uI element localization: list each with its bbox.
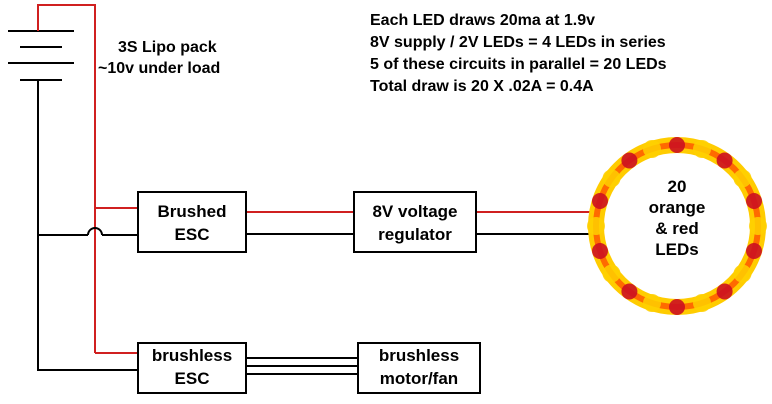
battery-symbol — [8, 30, 74, 81]
led-icon — [746, 193, 762, 209]
brushed-esc-label-line1: Brushed — [158, 202, 227, 221]
battery-label-line1: 3S Lipo pack — [118, 39, 217, 56]
regulator-label-line2: regulator — [378, 225, 452, 244]
led-icon — [621, 152, 638, 169]
led-icon — [746, 243, 762, 259]
led-icon — [621, 283, 638, 300]
brushless-esc-box — [137, 342, 247, 394]
led-icon — [749, 217, 767, 235]
note-line: Total draw is 20 X .02A = 0.4A — [370, 78, 594, 95]
led-icon — [733, 169, 752, 188]
brushed-esc-box — [137, 191, 247, 253]
led-ring-label-line3: & red — [655, 219, 698, 238]
brushless-esc-label-line2: ESC — [175, 369, 210, 388]
led-icon — [602, 169, 621, 188]
motor-label-line2: motor/fan — [380, 369, 458, 388]
led-icon — [733, 264, 752, 283]
positive-wires — [37, 4, 590, 354]
led-icon — [592, 193, 608, 209]
negative-wires — [37, 80, 590, 375]
led-icon — [693, 294, 711, 312]
led-icon — [693, 140, 711, 158]
led-icon — [716, 152, 733, 169]
positive-wire-main — [37, 4, 138, 209]
brushed-esc-label-line2: ESC — [175, 225, 210, 244]
note-line: 8V supply / 2V LEDs = 4 LEDs in series — [370, 34, 666, 51]
led-ring — [587, 137, 767, 315]
motor-label-line1: brushless — [379, 346, 459, 365]
led-icon — [587, 217, 605, 235]
voltage-regulator-box — [353, 191, 477, 253]
led-icon — [643, 294, 661, 312]
led-ring-label-line4: LEDs — [655, 240, 698, 259]
brushless-esc-label-line1: brushless — [152, 346, 232, 365]
led-icon — [643, 140, 661, 158]
note-line: Each LED draws 20ma at 1.9v — [370, 12, 595, 29]
note-line: 5 of these circuits in parallel = 20 LED… — [370, 56, 667, 73]
brushless-motor-box — [357, 342, 481, 394]
wire-crossover-hop — [87, 227, 103, 236]
led-icon — [592, 243, 608, 259]
negative-wire-main — [37, 80, 138, 371]
led-icon — [716, 283, 733, 300]
led-icon — [669, 299, 685, 315]
led-ring-label-line1: 20 — [668, 177, 687, 196]
led-group — [587, 137, 767, 315]
led-icon — [669, 137, 685, 153]
led-icon — [602, 264, 621, 283]
regulator-label-line1: 8V voltage — [372, 202, 457, 221]
battery-label-line2: ~10v under load — [98, 60, 220, 77]
led-ring-label-line2: orange — [649, 198, 706, 217]
